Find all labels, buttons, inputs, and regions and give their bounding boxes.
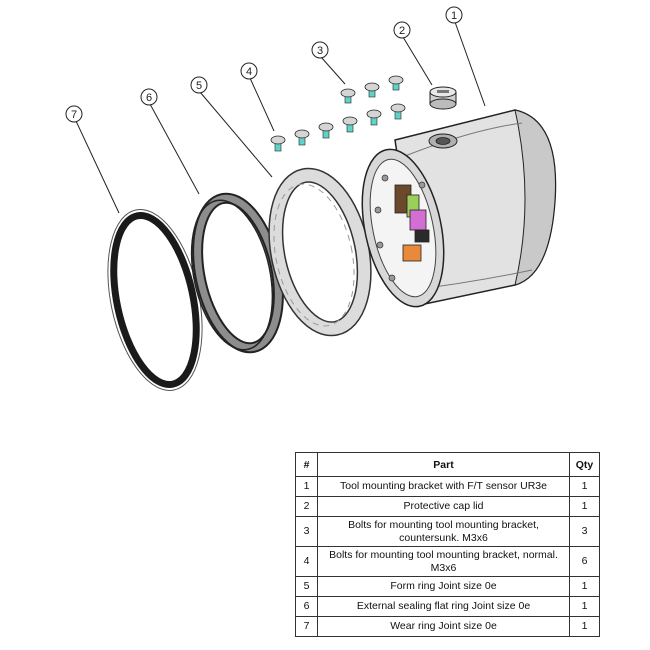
table-row: 7 Wear ring Joint size 0e 1 [295, 616, 600, 637]
row-qty: 6 [569, 546, 600, 577]
callout-4: 4 [240, 62, 258, 80]
row-part: Protective cap lid [317, 496, 570, 517]
row-number: 6 [295, 596, 318, 617]
table-row: 5 Form ring Joint size 0e 1 [295, 576, 600, 597]
svg-text:1: 1 [451, 10, 457, 22]
table-header-row: # Part Qty [295, 452, 600, 477]
row-qty: 1 [569, 576, 600, 597]
row-part: Bolts for mounting tool mounting bracket… [317, 516, 570, 547]
exploded-assembly-diagram: 1 2 3 4 5 6 7 [65, 6, 557, 391]
callout-1: 1 [445, 6, 463, 24]
form-ring [268, 167, 372, 337]
header-number: # [295, 452, 318, 477]
row-qty: 1 [569, 496, 600, 517]
row-number: 5 [295, 576, 318, 597]
callout-7: 7 [65, 105, 83, 123]
tool-mounting-bracket [361, 109, 557, 308]
row-qty: 3 [569, 516, 600, 547]
row-part: Wear ring Joint size 0e [317, 616, 570, 637]
table-row: 3 Bolts for mounting tool mounting brack… [295, 516, 600, 547]
parts-table: # Part Qty 1 Tool mounting bracket with … [295, 452, 600, 637]
callout-3: 3 [311, 41, 329, 59]
row-number: 1 [295, 476, 318, 497]
normal-bolts [270, 103, 406, 152]
row-qty: 1 [569, 476, 600, 497]
table-row: 1 Tool mounting bracket with F/T sensor … [295, 476, 600, 497]
svg-text:4: 4 [246, 66, 252, 78]
table-row: 2 Protective cap lid 1 [295, 496, 600, 517]
svg-text:6: 6 [146, 92, 152, 104]
row-qty: 1 [569, 596, 600, 617]
row-number: 3 [295, 516, 318, 547]
row-number: 2 [295, 496, 318, 517]
svg-text:2: 2 [399, 25, 405, 37]
callout-6: 6 [140, 88, 158, 106]
svg-text:7: 7 [71, 109, 77, 121]
row-part: Bolts for mounting tool mounting bracket… [317, 546, 570, 577]
callout-2: 2 [393, 21, 411, 39]
row-part: Form ring Joint size 0e [317, 576, 570, 597]
svg-text:5: 5 [196, 80, 202, 92]
countersunk-bolts [340, 75, 404, 104]
svg-text:3: 3 [317, 45, 323, 57]
callout-5: 5 [190, 76, 208, 94]
row-qty: 1 [569, 616, 600, 637]
row-number: 7 [295, 616, 318, 637]
header-part: Part [317, 452, 570, 477]
header-qty: Qty [569, 452, 600, 477]
row-number: 4 [295, 546, 318, 577]
table-row: 6 External sealing flat ring Joint size … [295, 596, 600, 617]
table-row: 4 Bolts for mounting tool mounting brack… [295, 546, 600, 577]
row-part: External sealing flat ring Joint size 0e [317, 596, 570, 617]
row-part: Tool mounting bracket with F/T sensor UR… [317, 476, 570, 497]
leader-lines [75, 21, 486, 214]
protective-cap-lid [429, 86, 457, 110]
